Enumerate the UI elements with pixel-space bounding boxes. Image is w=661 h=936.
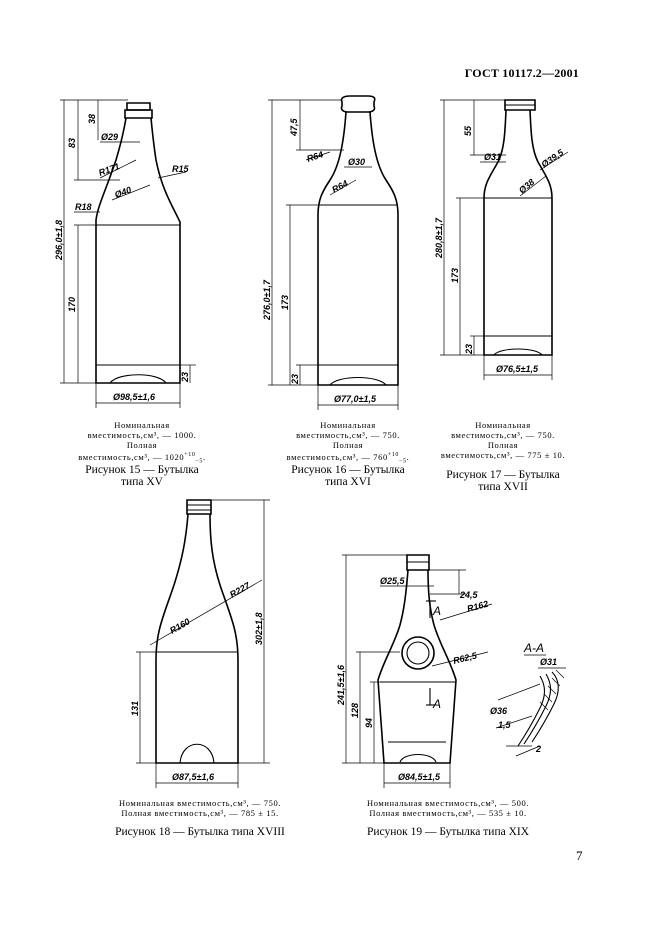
dim-xix-neck: 24,5 <box>459 590 479 600</box>
dim-xix-body: 128 <box>350 703 360 718</box>
fig17-title-line1: Рисунок 17 — Бутылка <box>446 469 560 481</box>
dim-xviii-total: 302±1,8 <box>254 613 264 645</box>
caption-fig18: Номинальная вместимость,см³, — 750. Полн… <box>100 798 300 818</box>
fig16-title-line1: Рисунок 16 — Бутылка <box>291 464 405 476</box>
caption-fig16: Номинальная вместимость,см³, — 750. Полн… <box>268 420 428 467</box>
dim-xix-inner: 94 <box>364 718 374 728</box>
bottle-xv-drawing: 296,0±1,8 83 38 170 23 Ø29 R171 Ø40 R15 … <box>54 99 196 408</box>
dim-xix-d-body: Ø84,5±1,5 <box>398 772 441 782</box>
dim-xvii-d-neck: Ø31 <box>484 152 501 162</box>
dim-xix-total: 241,5±1,6 <box>336 664 346 706</box>
title-fig18: Рисунок 18 — Бутылка типа XVIII <box>100 826 300 838</box>
dim-xv-neck: 38 <box>87 114 97 124</box>
fig16-nominal-label: Номинальная <box>320 420 376 430</box>
dim-xix-d-neck: Ø25,5 <box>380 576 406 586</box>
fig18-nominal-line: Номинальная вместимость,см³, — 750. <box>118 798 282 808</box>
dim-xv-d-body: Ø98,5±1,6 <box>113 392 156 402</box>
dim-xvii-base: 23 <box>464 344 474 355</box>
section-d2: Ø36 <box>490 706 508 716</box>
bottle-xvii-drawing: 280,8±1,7 55 173 23 Ø31 Ø38 Ø39,5 Ø76,5±… <box>434 99 569 380</box>
dim-xviii-body: 131 <box>130 701 140 716</box>
dim-xix-r1: R162 <box>466 599 489 614</box>
dim-xv-top: 83 <box>67 138 77 148</box>
section-title: А-А <box>523 641 544 655</box>
caption-fig15: Номинальная вместимость,см³, — 1000. Пол… <box>62 420 222 467</box>
fig15-nominal-line: вместимость,см³, — 1000. <box>87 430 197 440</box>
title-fig19: Рисунок 19 — Бутылка типа XIX <box>350 826 546 838</box>
dim-xvi-r2: R64 <box>330 178 349 195</box>
fig17-title-line2: типа XVII <box>478 481 528 493</box>
title-fig16: Рисунок 16 — Бутылка типа XVI <box>268 464 428 488</box>
dim-xvi-body: 173 <box>280 295 290 310</box>
dim-xv-d-neck: Ø29 <box>101 132 118 142</box>
dim-xviii-d-body: Ø87,5±1,6 <box>172 772 215 782</box>
bottle-xvi-drawing: 276,0±1,7 173 47,5 23 R64 Ø30 R64 Ø77,0±… <box>262 95 399 410</box>
section-offset: 2 <box>535 744 541 754</box>
fig15-title-line1: Рисунок 15 — Бутылка <box>85 464 199 476</box>
fig15-title-line2: типа XV <box>121 476 163 488</box>
dim-xvi-total: 276,0±1,7 <box>262 279 272 321</box>
caption-fig19: Номинальная вместимость,см³, — 500. Полн… <box>350 798 546 818</box>
dim-xv-r1: R171 <box>97 161 121 178</box>
section-mark-bottom: A <box>432 697 441 711</box>
bottle-xix-drawing: A A 241,5±1,6 128 94 Ø25,5 24,5 R162 R62… <box>336 554 566 788</box>
bottle-xviii-drawing: 302±1,8 131 R227 R160 Ø87,5±1,6 <box>130 499 270 788</box>
dim-xv-total: 296,0±1,8 <box>54 220 64 261</box>
fig17-nominal-label: Номинальная <box>475 420 531 430</box>
dim-xvii-d2: Ø38 <box>517 177 536 196</box>
dim-xvi-r1: R64 <box>306 149 325 164</box>
fig15-nominal-label: Номинальная <box>114 420 170 430</box>
dim-xv-base: 23 <box>180 372 190 383</box>
fig15-full-line: вместимость,см³, — 1020+10−5. <box>78 451 206 465</box>
section-mark-top: A <box>432 604 441 618</box>
dim-xvii-d3: Ø39,5 <box>539 147 566 170</box>
fig17-full-line: вместимость,см³, — 775 ± 10. <box>440 450 566 460</box>
fig17-nominal-line: вместимость,см³, — 750. <box>451 430 555 440</box>
dim-xvi-neck: 47,5 <box>289 117 299 137</box>
dim-xvii-body: 173 <box>450 268 460 283</box>
dim-xvii-d-body: Ø76,5±1,5 <box>496 364 539 374</box>
dim-xvii-neck: 55 <box>463 125 473 136</box>
section-thickness: 1,5 <box>498 720 512 730</box>
fig19-title-line1: Рисунок 19 — Бутылка типа XIX <box>366 826 530 838</box>
fig16-full-label: Полная <box>332 440 364 450</box>
fig15-full-label: Полная <box>126 440 158 450</box>
dim-xviii-r2: R160 <box>168 616 192 635</box>
fig18-title-line1: Рисунок 18 — Бутылка типа XVIII <box>115 826 285 838</box>
dim-xvii-total: 280,8±1,7 <box>434 217 444 259</box>
standard-header: ГОСТ 10117.2—2001 <box>464 66 579 80</box>
fig17-full-label: Полная <box>487 440 519 450</box>
dim-xviii-r1: R227 <box>228 580 252 600</box>
dim-xvi-d-body: Ø77,0±1,5 <box>334 394 377 404</box>
fig19-nominal-line: Номинальная вместимость,см³, — 500. <box>366 798 530 808</box>
fig16-full-line: вместимость,см³, — 760+10−5. <box>286 451 410 465</box>
fig16-nominal-line: вместимость,см³, — 750. <box>296 430 400 440</box>
fig19-full-line: Полная вместимость,см³, — 535 ± 10. <box>369 808 527 818</box>
caption-fig17: Номинальная вместимость,см³, — 750. Полн… <box>428 420 578 460</box>
title-fig17: Рисунок 17 — Бутылка типа XVII <box>428 469 578 493</box>
dim-xv-r2: R15 <box>172 164 190 174</box>
dim-xix-r2: R62,5 <box>452 650 479 666</box>
title-fig15: Рисунок 15 — Бутылка типа XV <box>62 464 222 488</box>
fig18-full-line: Полная вместимость,см³, — 785 ± 15. <box>121 808 279 818</box>
section-d1: Ø31 <box>540 657 557 667</box>
dim-xvi-d-neck: Ø30 <box>348 157 365 167</box>
dim-xv-d2: Ø40 <box>113 185 132 200</box>
dim-xv-r3: R18 <box>75 202 92 212</box>
dim-xv-body: 170 <box>67 297 77 312</box>
page-number: 7 <box>576 848 583 863</box>
fig16-title-line2: типа XVI <box>325 476 371 488</box>
dim-xvi-base: 23 <box>290 374 300 385</box>
